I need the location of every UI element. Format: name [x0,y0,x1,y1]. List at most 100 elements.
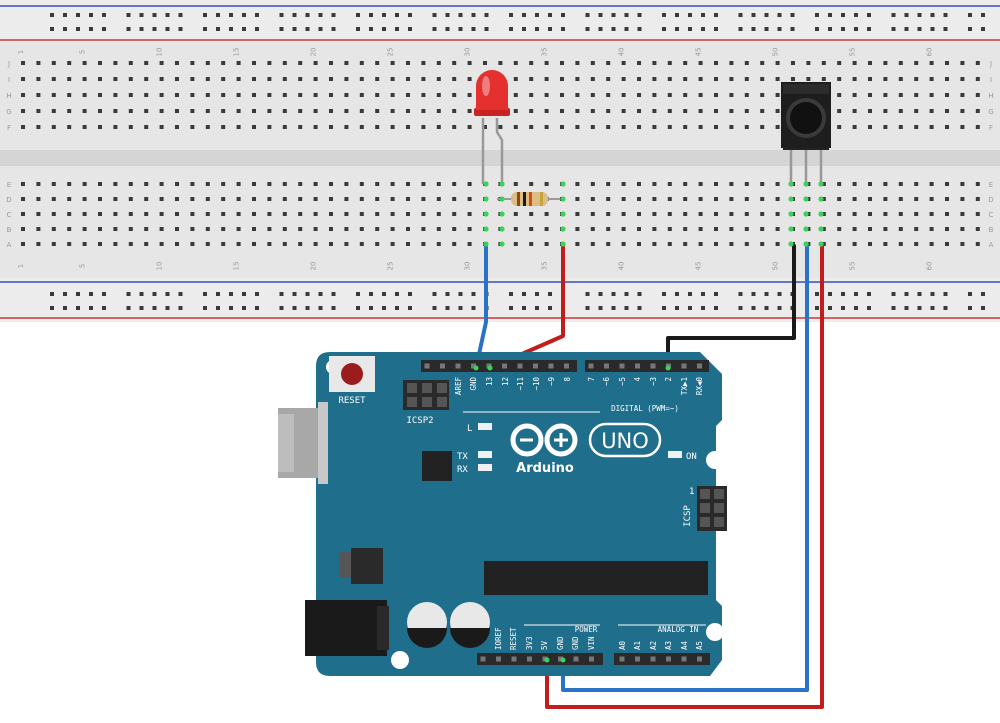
breadboard-hole [621,125,626,129]
breadboard-hole [868,182,872,186]
breadboard-hole [729,61,734,65]
breadboard-hole [467,93,472,97]
breadboard-hole [744,197,749,201]
breadboard-hole [698,93,703,97]
rail-hole [535,292,539,296]
column-number: 50 [772,262,780,271]
rail-hole [854,292,858,296]
breadboard-hole [590,182,595,186]
ir-receiver[interactable] [781,82,831,184]
breadboard-hole [821,61,826,65]
column-number: 15 [233,262,241,271]
breadboard-hole [760,77,765,81]
rail-hole [432,306,437,310]
breadboard-hole [544,182,549,186]
rail-hole [662,27,666,31]
breadboard-hole [698,125,703,129]
breadboard-hole [914,93,919,97]
column-number: 1 [17,50,25,54]
breadboard-hole [667,212,672,216]
rail-hole [738,27,743,31]
row-letter: G [988,108,993,116]
breadboard-hole [359,227,364,231]
connected-hole [788,241,794,247]
breadboard-hole [975,197,980,201]
breadboard-hole [483,61,487,65]
breadboard-hole [714,61,718,65]
column-number: 10 [156,262,164,271]
icsp-label: ICSP [683,505,693,527]
row-letter: F [989,124,993,132]
header-pin [697,656,702,662]
reset-button-cap[interactable] [341,363,363,385]
breadboard-hole [236,242,241,246]
rail-hole [445,306,450,310]
breadboard-hole [945,227,949,231]
breadboard-hole [698,242,703,246]
breadboard-hole [775,182,780,186]
breadboard-hole [667,125,672,129]
breadboard-hole [298,182,303,186]
rail-hole [152,306,157,310]
rail-hole [126,292,131,296]
rail-hole [624,306,629,310]
breadboard-hole [544,77,549,81]
header-pin [564,363,569,369]
breadboard-hole [421,93,426,97]
breadboard-hole [621,197,626,201]
breadboard-hole [590,125,595,129]
breadboard-hole [205,182,210,186]
rail-hole [509,306,513,310]
breadboard-hole [67,77,72,81]
breadboard-hole [298,77,303,81]
red-led[interactable] [474,70,510,184]
breadboard-hole [406,109,410,113]
rail-hole [63,306,67,310]
rail-hole [279,13,284,17]
header-pin [635,656,640,662]
power-pin-label: RESET [509,627,518,650]
breadboard-hole [21,227,25,231]
resistor[interactable] [497,192,560,206]
breadboard-hole [637,227,641,231]
rail-hole [561,13,565,17]
rail-hole [318,292,323,296]
breadboard-hole [852,227,857,231]
breadboard-hole [67,197,72,201]
rail-hole [611,13,616,17]
rail-hole [292,306,297,310]
wire-red-ir-5v[interactable] [545,244,824,709]
breadboard-hole [498,125,503,129]
breadboard-hole [667,197,672,201]
breadboard-hole [298,93,303,97]
breadboard-hole [513,242,518,246]
breadboard-hole [714,242,718,246]
breadboard-hole [313,109,318,113]
breadboard-hole [714,182,718,186]
rail-hole [675,292,679,296]
row-letter: E [7,181,11,189]
breadboard-hole [113,109,118,113]
breadboard-hole [113,125,118,129]
breadboard-hole [406,227,410,231]
breadboard-hole [945,212,949,216]
breadboard-hole [51,212,56,216]
breadboard-hole [652,125,657,129]
breadboard-hole [729,77,734,81]
breadboard-hole [637,61,641,65]
breadboard-hole [837,61,842,65]
breadboard-hole [945,61,949,65]
rail-hole [701,306,705,310]
breadboard-hole [190,197,195,201]
rail-hole [828,292,832,296]
header-pin [588,363,594,369]
breadboard-hole [159,93,164,97]
breadboard-hole [329,61,333,65]
rail-hole [356,306,360,310]
rail-hole [292,13,297,17]
rail-hole [50,13,54,17]
breadboard-hole [267,242,272,246]
breadboard-hole [868,227,872,231]
digital-label: DIGITAL (PWM=~) [611,404,679,413]
breadboard-hole [760,61,765,65]
